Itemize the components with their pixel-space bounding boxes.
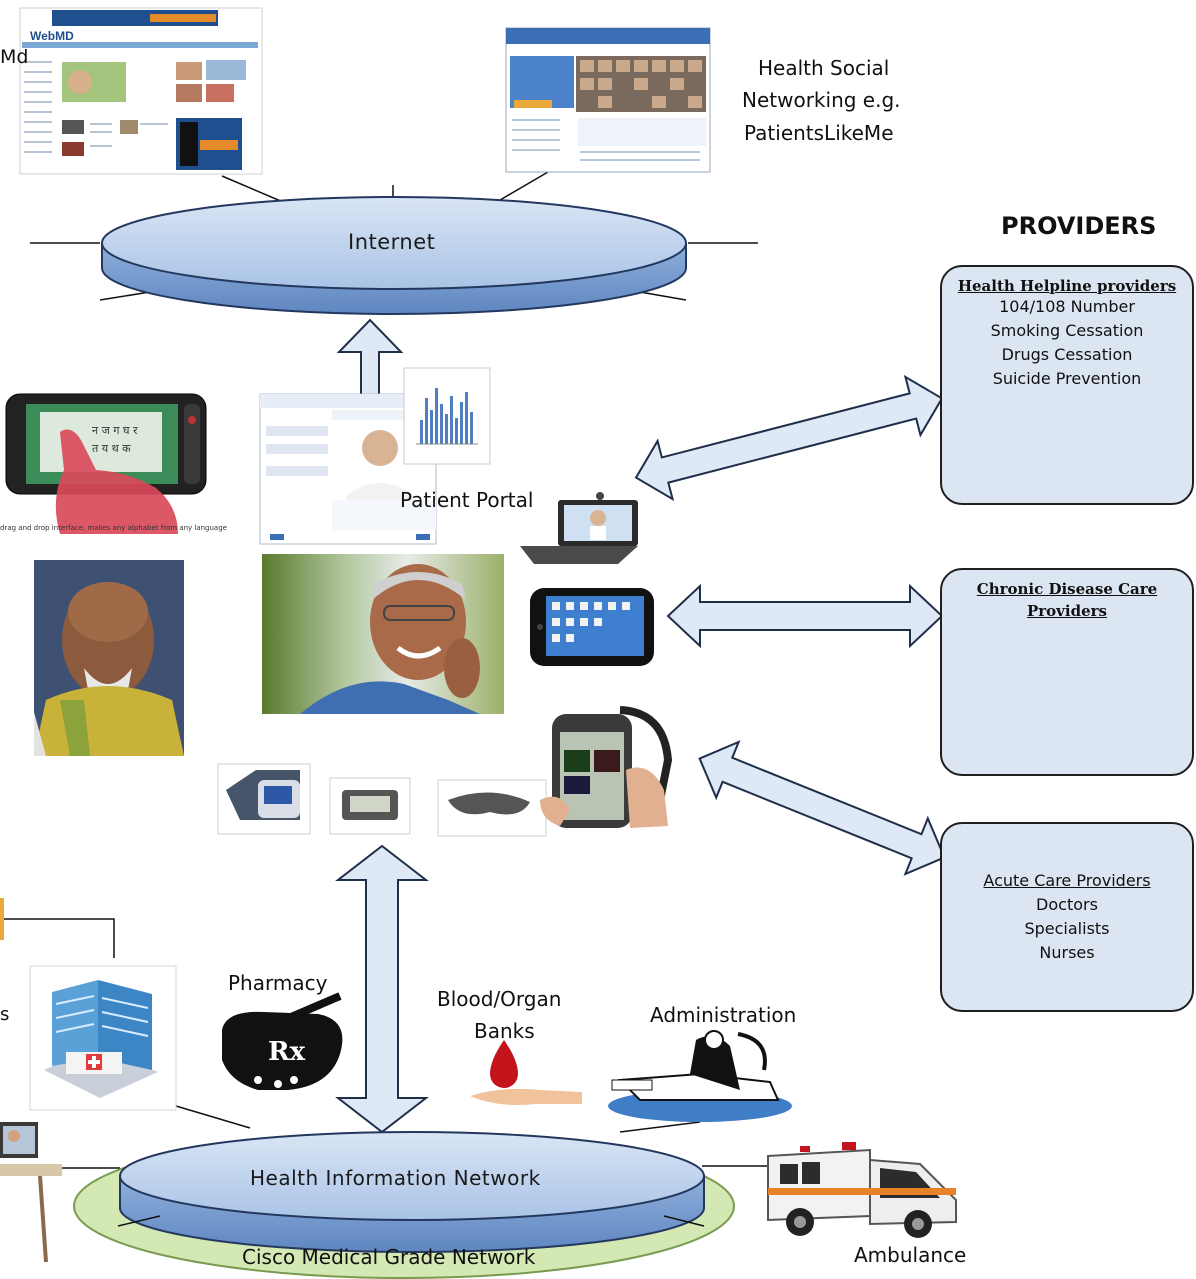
acute-line-nurses: Nurses (1039, 943, 1095, 962)
helpline-line-suicide: Suicide Prevention (992, 369, 1142, 388)
left-partial-label: s (0, 1004, 10, 1025)
social-label-line3: PatientsLikeMe (744, 121, 894, 145)
hin-disk (119, 1131, 705, 1253)
chronic-heading-line2: Providers (1027, 602, 1107, 620)
patientslikeme-screenshot (505, 27, 711, 173)
elderly-man-photo (34, 560, 184, 756)
left-connector (0, 918, 770, 1169)
telemedicine-desk-image (0, 1122, 62, 1263)
acute-line-specialists: Specialists (1024, 919, 1110, 938)
orange-marker (0, 898, 4, 940)
thermometer-device (329, 777, 411, 835)
helpline-line-smoking: Smoking Cessation (990, 321, 1144, 340)
laptop-video-image (520, 492, 638, 564)
blood-label-line1: Blood/Organ (437, 987, 562, 1011)
webmd-partial-label: Md (0, 46, 29, 68)
helpline-line-drugs: Drugs Cessation (1001, 345, 1133, 364)
helpline-arrow (634, 374, 944, 502)
patient-photo (262, 554, 504, 714)
blood-drop-icon (470, 1040, 582, 1105)
helpline-heading: Health Helpline providers (957, 277, 1177, 295)
tablet-image (530, 588, 654, 666)
internet-label: Internet (348, 230, 436, 254)
chronic-heading-line1: Chronic Disease Care (976, 580, 1158, 598)
administration-icon (608, 1030, 792, 1122)
providers-title: PROVIDERS (1001, 212, 1157, 240)
chronic-arrow (666, 583, 944, 649)
health-monitor-phone (540, 706, 673, 828)
helpline-line-104: 104/108 Number (999, 297, 1135, 316)
sensor-band-device (437, 779, 547, 837)
webmd-screenshot: WebMD (19, 7, 263, 175)
social-label-line2: Networking e.g. (742, 88, 901, 112)
rx-symbol: Rx (268, 1037, 306, 1067)
ambulance-label: Ambulance (854, 1243, 967, 1267)
acute-heading: Acute Care Providers (983, 871, 1151, 890)
blood-label-line2: Banks (474, 1019, 535, 1043)
portal-to-internet-arrow (336, 318, 404, 396)
hin-to-devices-arrow (335, 844, 429, 1134)
pharmacy-label: Pharmacy (228, 971, 328, 995)
mobile-phone-image: न ज ग घ र त य थ क (5, 393, 207, 534)
acute-care-providers-box: Acute Care Providers Doctors Specialists… (940, 822, 1194, 1012)
webmd-logo: WebMD (30, 29, 74, 43)
acute-line-doctors: Doctors (1036, 895, 1098, 914)
blood-pressure-monitor (217, 763, 311, 835)
phone-keys-row1: न ज ग घ र (92, 424, 138, 437)
administration-label: Administration (650, 1003, 797, 1027)
hin-label: Health Information Network (250, 1166, 541, 1190)
cisco-network-label: Cisco Medical Grade Network (242, 1245, 536, 1269)
chronic-care-providers-box: Chronic Disease Care Providers (940, 568, 1194, 776)
helpline-providers-box: Health Helpline providers 104/108 Number… (940, 265, 1194, 505)
social-label-line1: Health Social (758, 56, 890, 80)
hospital-icon (29, 965, 177, 1111)
internet-disk (101, 196, 687, 315)
ambulance-icon (767, 1142, 957, 1238)
analytics-chart-thumbnail (403, 367, 491, 465)
acute-arrow (698, 740, 946, 876)
phone-keys-row2: त य थ क (92, 442, 131, 455)
pharmacy-rx-icon: Rx (222, 992, 343, 1090)
patient-portal-label: Patient Portal (400, 488, 534, 512)
hin-spokes (117, 1215, 705, 1227)
phone-caption: drag and drop interface, makes any alpha… (0, 524, 227, 532)
